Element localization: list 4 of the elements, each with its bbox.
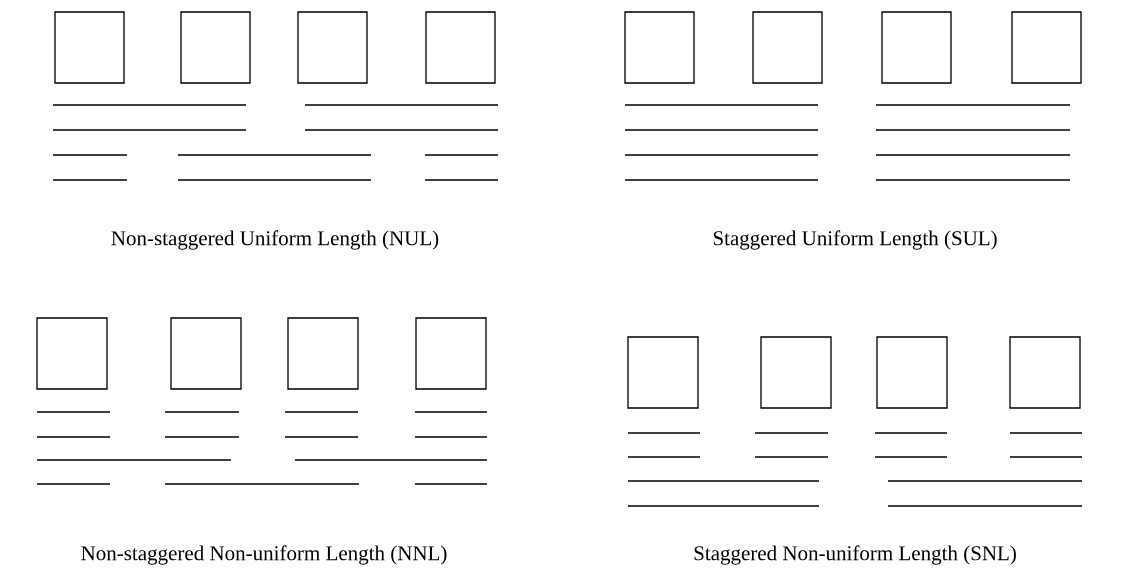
caption: Non-staggered Uniform Length (NUL) [111, 230, 439, 250]
caption: Non-staggered Non-uniform Length (NNL) [81, 545, 447, 565]
caption: Staggered Uniform Length (SUL) [713, 230, 997, 250]
caption: Staggered Non-uniform Length (SNL) [694, 545, 1016, 565]
